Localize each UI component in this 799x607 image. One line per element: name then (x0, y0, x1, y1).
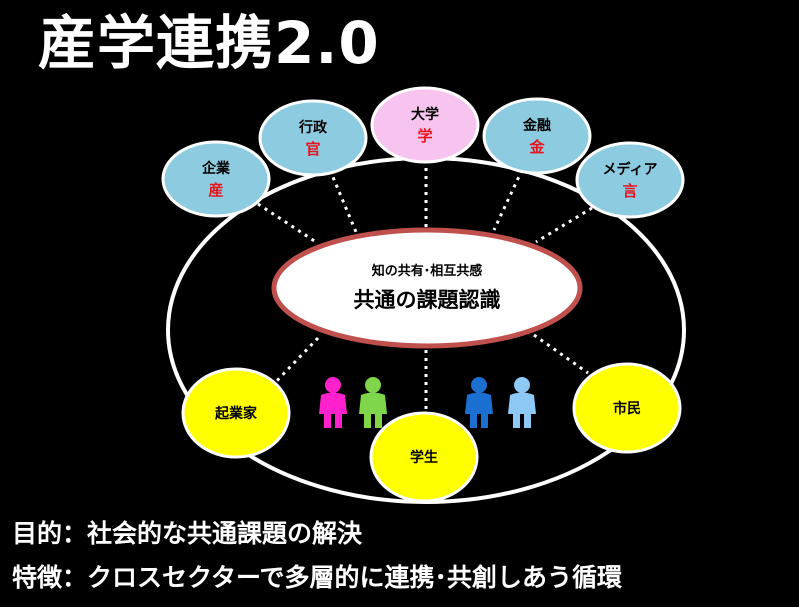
node-media: メディア 言 (575, 141, 685, 219)
people-group (319, 377, 536, 428)
node-university-label: 大学 (411, 106, 439, 123)
node-government: 行政 官 (258, 99, 368, 177)
node-entrepreneur: 起業家 (181, 367, 291, 459)
node-finance-label: 金融 (522, 117, 551, 134)
node-finance-sub: 金 (528, 138, 545, 156)
connector-citizen (533, 333, 589, 375)
purpose-text: 目的：社会的な共通課題の解決 (12, 519, 363, 548)
node-university: 大学 学 (370, 86, 480, 164)
node-media-sub: 言 (622, 182, 637, 200)
node-student: 学生 (369, 411, 479, 503)
node-government-sub: 官 (305, 140, 320, 158)
node-citizen: 市民 (572, 362, 682, 454)
node-media-shape (575, 141, 685, 219)
page-title: 産学連携2.0 (38, 9, 380, 77)
node-finance: 金融 金 (482, 97, 592, 175)
node-company-sub: 産 (208, 181, 223, 199)
node-company-shape (161, 140, 271, 218)
node-government-label: 行政 (298, 119, 328, 136)
connector-finance (492, 169, 524, 231)
node-company-label: 企業 (201, 160, 231, 177)
connector-lines (257, 160, 593, 414)
feature-text: 特徴：クロスセクターで多層的に連携･共創しあう循環 (12, 563, 623, 592)
node-government-shape (258, 99, 368, 177)
node-student-shape (369, 411, 479, 503)
connector-government (328, 169, 358, 233)
connector-company (257, 202, 317, 244)
node-citizen-shape (572, 362, 682, 454)
node-media-label: メディア (602, 161, 657, 178)
node-citizen-label: 市民 (613, 400, 641, 417)
connector-media (535, 206, 593, 244)
center-subtitle: 知の共有･相互共感 (372, 263, 483, 279)
node-entrepreneur-shape (181, 367, 291, 459)
center-node: 知の共有･相互共感 共通の課題認識 (271, 227, 583, 349)
person-icon (508, 377, 536, 428)
node-student-label: 学生 (410, 449, 438, 466)
person-icon (359, 377, 387, 428)
center-main-text: 共通の課題認識 (354, 288, 501, 312)
node-entrepreneur-label: 起業家 (214, 405, 258, 422)
center-node-shape (271, 227, 583, 349)
node-company: 企業 産 (161, 140, 271, 218)
person-icon (319, 377, 347, 428)
person-icon (465, 377, 493, 428)
node-university-sub: 学 (417, 127, 432, 145)
node-finance-shape (482, 97, 592, 175)
node-university-shape (370, 86, 480, 164)
